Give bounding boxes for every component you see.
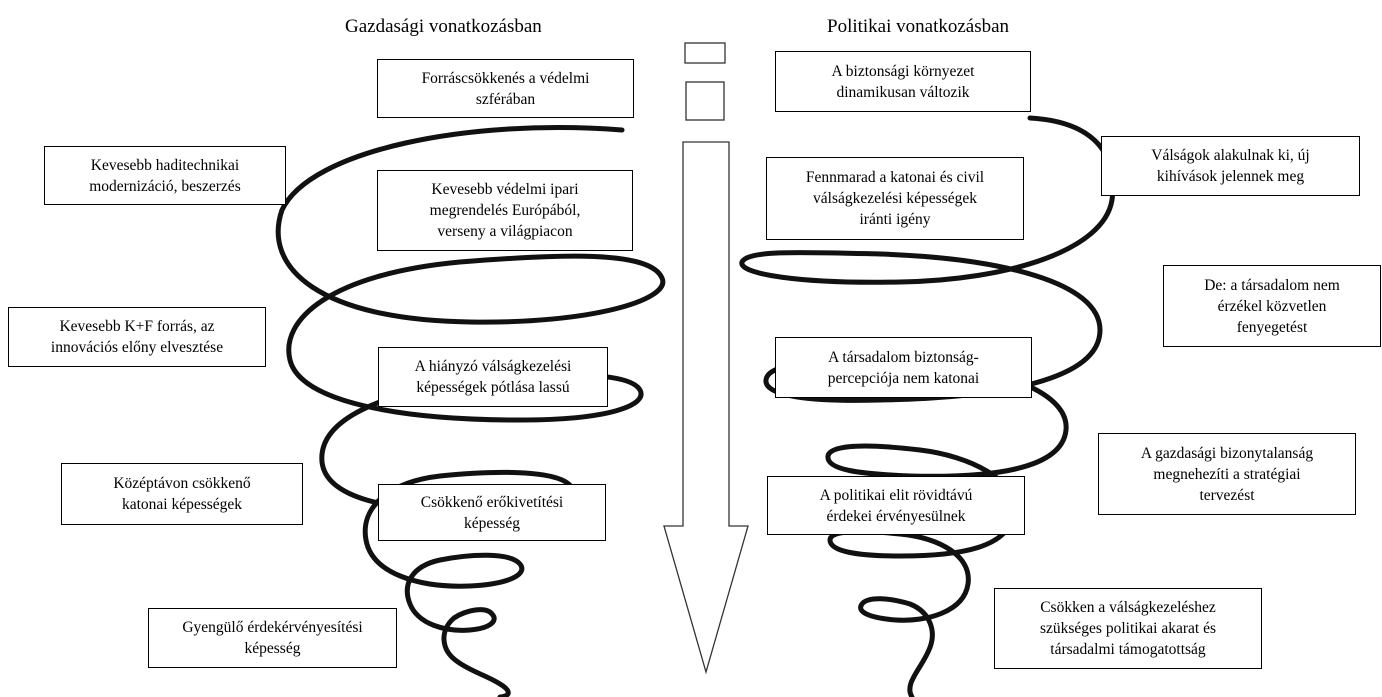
economic-box-defence-industry: Kevesebb védelmi ipari megrendelés Európ…: [377, 170, 633, 251]
left-spiral: [275, 125, 666, 697]
political-box-capability-demand: Fennmarad a katonai és civil válságkezel…: [766, 157, 1024, 240]
economic-box-power-projection: Csökkenő erőkivetítési képesség: [378, 484, 606, 541]
arrow-dash-top: [684, 42, 726, 64]
economic-box-rnd: Kevesebb K+F forrás, az innovációs előny…: [8, 307, 266, 367]
political-box-security-environment: A biztonsági környezet dinamikusan válto…: [775, 51, 1031, 112]
political-box-no-threat-perceived: De: a társadalom nem érzékel közvetlen f…: [1163, 265, 1381, 347]
economic-box-interest-enforcement: Gyengülő érdekérvényesítési képesség: [148, 608, 397, 668]
political-box-economic-uncertainty: A gazdasági bizonytalanság megnehezíti a…: [1098, 433, 1356, 515]
down-arrow: [663, 141, 749, 675]
economic-box-modernization: Kevesebb haditechnikai modernizáció, bes…: [44, 146, 286, 205]
economic-box-military-capabilities: Középtávon csökkenő katonai képességek: [61, 463, 303, 525]
economic-box-crisis-capabilities: A hiányzó válságkezelési képességek pótl…: [378, 347, 608, 407]
heading-political: Politikai vonatkozásban: [827, 16, 1010, 37]
arrow-dash-middle: [685, 81, 725, 121]
political-box-security-perception: A társadalom biztonság- percepciója nem …: [775, 337, 1032, 398]
political-box-elite-interests: A politikai elit rövidtávú érdekei érvén…: [767, 476, 1025, 535]
economic-box-resource-cuts: Forráscsökkenés a védelmi szférában: [377, 59, 634, 118]
political-box-political-will: Csökken a válságkezeléshez szükséges pol…: [994, 588, 1262, 669]
political-box-crises: Válságok alakulnak ki, új kihívások jele…: [1101, 136, 1360, 196]
heading-economic: Gazdasági vonatkozásban: [345, 16, 542, 37]
right-spiral: [739, 115, 1116, 697]
